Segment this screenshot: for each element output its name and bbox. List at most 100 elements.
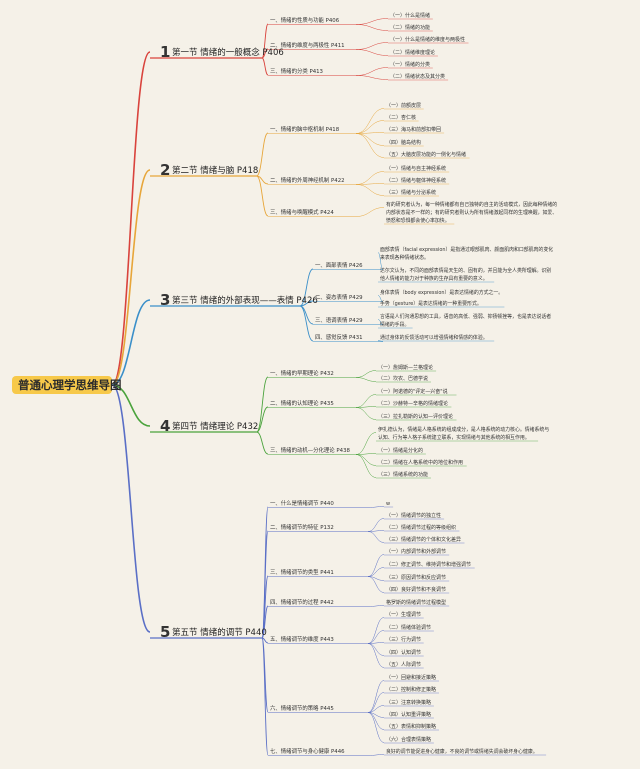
leaf-item: 面部表情（facial expression）是指通过眼部肌肉、颜面肌肉和口部肌… [380, 246, 553, 253]
branch-connector [367, 506, 385, 508]
leaf-item: 良好的调节能促进身心健康，不良的调节或情绪失调会破坏身心健康。 [386, 748, 538, 755]
leaf-item: （四）良好调节和不良调节 [386, 586, 446, 593]
subtopic-label: 一、情绪的早期理论 P432 [270, 369, 334, 377]
branch-connector [355, 406, 377, 408]
leaf-item: （三）情绪与分泌系统 [386, 189, 436, 196]
branch-connector [261, 48, 269, 59]
branch-connector [367, 530, 385, 532]
branch-connector [299, 300, 314, 307]
leaf-item: （四）认知调节 [386, 649, 421, 656]
branch-connector [367, 643, 385, 656]
branch-connector [367, 567, 385, 577]
branch-connector [377, 319, 384, 325]
subtopic-label: 七、情绪调节与身心健康 P446 [270, 747, 345, 755]
subtopic-node: 三、语调表情 P429 言语是人们沟通思想的工具，语音的高低、强弱、抑扬顿挫等，也… [315, 313, 551, 328]
leaf-item: （一）情绪调节的独立性 [386, 512, 441, 519]
section-title: 第三节 情绪的外部表现——表情 P426 [172, 295, 318, 306]
leaf-item: （一）前额皮层 [386, 102, 421, 109]
leaf-item: （一）阿诺德的"评定—兴奋"说 [378, 388, 448, 395]
branch-connector [355, 454, 377, 466]
leaf-item: （二）情绪的功能 [390, 24, 430, 31]
subtopic-node: 四、感觉反馈 P431 通过身体的反馈活动可以增强情绪和情感的体验。 [315, 333, 488, 341]
leaf-item: （一）回避和接近策略 [386, 674, 436, 681]
branch-connector [355, 132, 385, 134]
subtopic-label: 二、情绪的外周神经机制 P422 [270, 176, 345, 184]
branch-connector [367, 692, 385, 713]
leaf-item: 言语是人们沟通思想的工具，语音的高低、强弱、抑扬顿挫等，也是表达说话者 [380, 313, 551, 320]
leaf-item: （五）大脑皮层功能的一侧化与情绪 [386, 151, 466, 158]
subtopic-label: 一、什么是情绪调节 P440 [270, 499, 334, 507]
subtopic-node: 二、情绪的认知理论 P435（一）阿诺德的"评定—兴奋"说（二）沙赫特—辛格的情… [270, 388, 453, 420]
section-number: 5 [160, 623, 170, 641]
leaf-item: 通过身体的反馈活动可以增强情绪和情感的体验。 [380, 334, 488, 341]
branch-connector [367, 705, 385, 713]
branch-connector [355, 183, 385, 185]
leaf-item: （五）表情和抑制策略 [386, 723, 436, 730]
subtopic-label: 三、情绪的动机—分化理论 P438 [270, 446, 351, 454]
branch-connector [355, 454, 377, 478]
branch-connector [367, 554, 385, 577]
branch-connector [355, 394, 377, 408]
branch-connector [355, 42, 389, 50]
leaf-item: （三）原因调节和反应调节 [386, 574, 446, 581]
branch-connector [367, 518, 385, 532]
leaf-item: （二）情绪与躯体神经系统 [386, 177, 446, 184]
subtopic-node: 二、情绪的维度与两极性 P411（一）什么是情绪的维度与两极性（二）情绪维度理论 [270, 36, 465, 56]
branch-connector [111, 384, 151, 633]
leaf-item: （一）什么是情绪 [390, 12, 430, 19]
branch-connector [355, 407, 377, 420]
subtopic-label: 一、面部表情 P426 [315, 261, 363, 269]
leaf-item: （一）情绪与自主神经系统 [386, 165, 446, 172]
branch-connector [377, 252, 384, 270]
branch-connector [367, 642, 385, 644]
leaf-item: （四）脑岛结构 [386, 139, 421, 146]
branch-connector [355, 18, 389, 25]
branch-connector [355, 75, 389, 80]
leaf-item: 有的研究者认为，每一种情绪都有自己独特的自主的活动模式，因此每种情绪的 [386, 201, 557, 208]
branch-connector [111, 384, 151, 427]
branch-connector [355, 133, 385, 158]
leaf-item: 手势（gesture）是表达情绪的一种重要形式。 [380, 300, 482, 307]
subtopic-node: 七、情绪调节与身心健康 P446 良好的调节能促进身心健康，不良的调节或情绪失调会… [270, 747, 538, 755]
leaf-item: （二）控制和修正策略 [386, 686, 436, 693]
leaf-item: （三）拉扎勒斯的认知—评价理论 [378, 413, 453, 420]
subtopic-node: 一、情绪的性质与功能 P406（一）什么是情绪（二）情绪的功能 [270, 12, 430, 31]
subtopic-node: 二、情绪的外周神经机制 P422 （一）情绪与自主神经系统 （二）情绪与躯体神经系统… [270, 165, 446, 196]
branch-connector [367, 617, 385, 644]
leaf-item: 格罗斯的情绪调节过程模型 [386, 599, 446, 606]
subtopic-label: 二、情绪的维度与两极性 P411 [270, 41, 345, 49]
branch-connector [355, 370, 377, 378]
leaf-item: （二）情绪状态及其分类 [390, 73, 445, 80]
section-title: 第一节 情绪的一般概念 P406 [172, 47, 284, 58]
branch-connector [355, 108, 385, 134]
subtopic-node: 三、情绪的动机—分化理论 P438伊扎德认为，情绪是人格系统的组成成分，是人格系… [270, 426, 549, 478]
branch-connector [367, 531, 385, 543]
leaf-item: （三）行为调节 [386, 636, 421, 643]
section-title: 第二节 情绪与脑 P418 [172, 165, 258, 176]
subtopic-label: 四、感觉反馈 P431 [315, 333, 363, 341]
branch-connector [367, 643, 385, 668]
leaf-item: 愤怒和恐惧都会使心率加快。 [386, 217, 450, 224]
leaf-item: （一）情绪的分类 [390, 61, 430, 68]
subtopic-label: 三、语调表情 P429 [315, 316, 363, 324]
branch-connector [261, 637, 269, 644]
branch-connector [367, 605, 385, 607]
branch-connector [261, 605, 269, 639]
root-title: 普通心理学思维导图 [18, 378, 122, 392]
subtopic-node: 一、情绪的脑中枢机制 P418（一）前额皮层（二）杏仁核（三）海马和前部扣带回（… [270, 102, 466, 158]
leaf-item: 情绪的手段。 [380, 321, 409, 328]
branch-connector [299, 268, 314, 307]
leaf-item: （三）情绪调节的个体和文化差异 [386, 536, 461, 543]
root-node [12, 376, 112, 394]
leaf-item: （一）詹姆斯—兰格理论 [378, 364, 433, 371]
leaf-item: 达尔文认为，不同的面部表情是天生的、固有的，并且能为全人类所理解。识别 [380, 267, 551, 274]
section-number: 1 [160, 43, 170, 61]
section-title: 第五节 情绪的调节 P440 [172, 627, 267, 638]
branch-connector [377, 295, 384, 302]
